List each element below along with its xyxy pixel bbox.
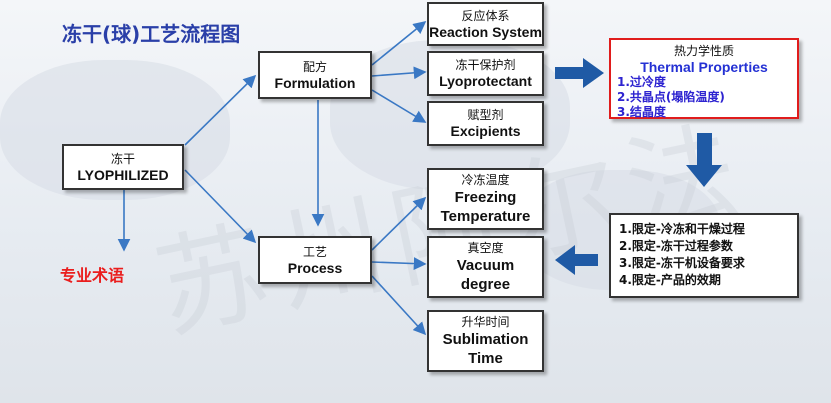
formulation-zh: 配方 (302, 59, 327, 74)
thermal-properties-box: 热力学性质 Thermal Properties 1.过冷度 2.共晶点(塌陷温… (609, 38, 799, 119)
constraints-box: 1.限定-冷冻和干燥过程 2.限定-冻干过程参数 3.限定-冻干机设备要求 4.… (609, 213, 799, 298)
thermal-item: 3.结晶度 (617, 105, 666, 119)
freezing-zh: 冷冻温度 (461, 173, 510, 187)
excipients-box: 赋型剂 Excipients (427, 101, 544, 146)
big-arrow-down (686, 133, 722, 187)
excipients-en: Excipients (450, 123, 521, 139)
reaction-system-box: 反应体系 Reaction System (427, 2, 544, 46)
terminology-label: 专业术语 (60, 266, 125, 285)
arrow-root-formulation (184, 74, 257, 146)
thermal-item: 2.共晶点(塌陷温度) (617, 90, 725, 104)
diagram-title: 冻干(球)工艺流程图 (62, 22, 241, 46)
process-box: 工艺 Process (258, 236, 372, 284)
arrow-process-sublimation (371, 275, 427, 336)
constraint-item: 4.限定-产品的效期 (619, 273, 721, 287)
sublimation-en2: Time (468, 350, 503, 367)
formulation-en: Formulation (274, 74, 356, 91)
freezing-en2: Temperature (440, 208, 531, 225)
root-lyophilized: 冻干 LYOPHILIZED (62, 144, 184, 190)
vacuum-en2: degree (460, 276, 511, 293)
vacuum-en1: Vacuum (456, 257, 515, 274)
arrow-root-process (184, 169, 257, 244)
constraint-item: 2.限定-冻干过程参数 (619, 239, 733, 253)
arrow-process-vacuum (371, 257, 427, 270)
thermal-en-heading: Thermal Properties (640, 59, 768, 75)
big-arrow-left (555, 245, 598, 275)
formulation-box: 配方 Formulation (258, 51, 372, 99)
arrow-formulation-reaction (371, 20, 427, 66)
sublimation-zh: 升华时间 (461, 315, 510, 329)
lyoprotectant-box: 冻干保护剂 Lyoprotectant (427, 51, 544, 96)
thermal-zh-heading: 热力学性质 (673, 44, 734, 58)
arrow-process-freezing (371, 196, 427, 251)
thermal-item: 1.过冷度 (617, 75, 666, 89)
constraint-item: 3.限定-冻干机设备要求 (619, 256, 745, 270)
vacuum-zh: 真空度 (467, 241, 504, 255)
sublimation-time-box: 升华时间 Sublimation Time (427, 310, 544, 372)
vacuum-degree-box: 真空度 Vacuum degree (427, 236, 544, 298)
big-arrow-right (555, 58, 604, 88)
lyoprotectant-zh: 冻干保护剂 (455, 58, 516, 72)
reaction-zh: 反应体系 (461, 8, 510, 23)
lyoprotectant-en: Lyoprotectant (439, 73, 532, 89)
excipients-zh: 赋型剂 (467, 108, 504, 122)
process-en: Process (287, 259, 343, 276)
freezing-en1: Freezing (454, 189, 517, 206)
reaction-en: Reaction System (429, 23, 542, 40)
freezing-temperature-box: 冷冻温度 Freezing Temperature (427, 168, 544, 230)
root-zh: 冻干 (110, 151, 135, 166)
root-en: LYOPHILIZED (77, 166, 169, 183)
sublimation-en1: Sublimation (442, 331, 529, 348)
constraint-item: 1.限定-冷冻和干燥过程 (619, 222, 745, 236)
process-zh: 工艺 (302, 244, 327, 259)
arrow-formulation-excipients (371, 89, 427, 123)
arrow-formulation-lyoprotectant (371, 66, 427, 80)
